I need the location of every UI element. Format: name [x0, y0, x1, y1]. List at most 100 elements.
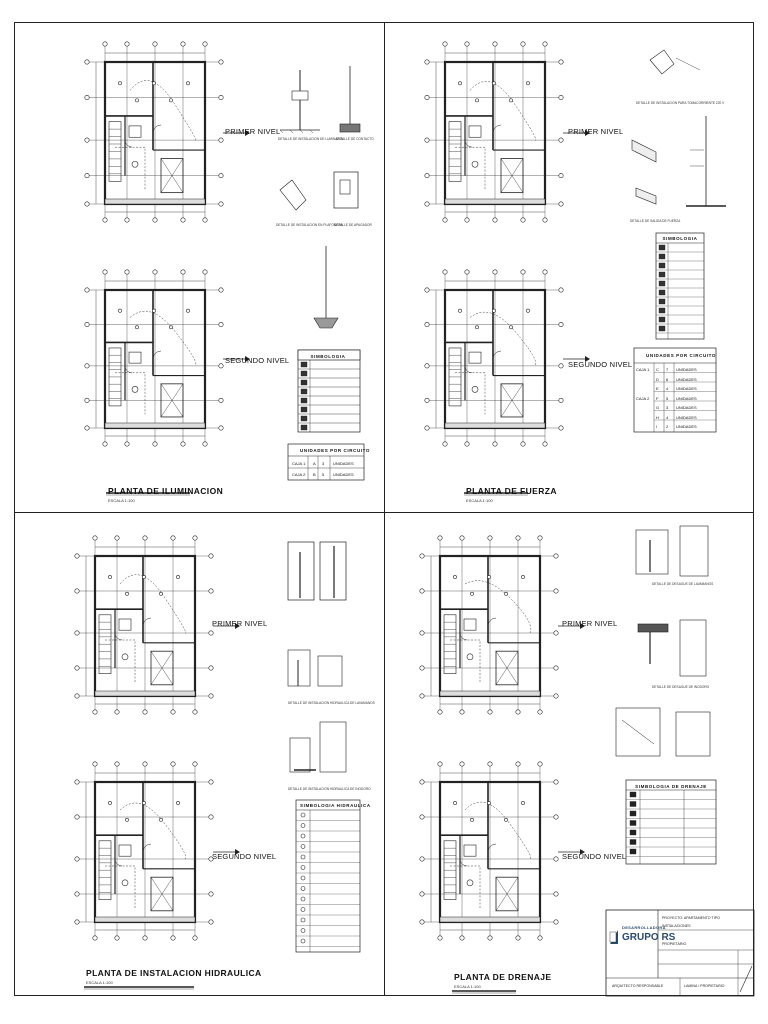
grid-axis-bubble [114, 535, 120, 541]
grid-axis-bubble [520, 217, 526, 223]
panel-scale-hidraulica: ESCALA 1:100 [86, 980, 113, 985]
simbologia-table-dren [625, 779, 717, 865]
fixture-toilet [131, 160, 139, 168]
fixture-counter [118, 844, 132, 857]
fixture-toilet [121, 653, 129, 661]
level-arrow [585, 356, 590, 362]
circuit-line [105, 639, 136, 682]
door-swing [152, 350, 162, 360]
door-swing [487, 617, 497, 627]
unidades-row-label: CAJA 1 [292, 461, 306, 466]
outlet-symbol [453, 801, 457, 805]
unidades-fuerza-col-b: 3 [666, 405, 669, 410]
grid-axis-bubble [492, 441, 498, 447]
panel-title-fuerza: PLANTA DE FUERZA [466, 486, 557, 496]
grid-axis-bubble [84, 363, 90, 369]
detalle-caja-1 [631, 139, 657, 163]
detail-hatch [309, 129, 314, 134]
grid-axis-bubble [437, 761, 443, 767]
symbol-glyph [300, 854, 306, 860]
grid-axis-bubble [218, 137, 224, 143]
door-swing [142, 617, 152, 627]
symbol-glyph [629, 848, 637, 855]
simbologia-header-dren: SIMBOLOGIA DE DRENAJE [635, 784, 707, 789]
grid-axis-bubble [464, 269, 470, 275]
grid-axis-bubble [437, 935, 443, 941]
grid-axis-bubble [553, 814, 559, 820]
title-block-owner: PROPIETARIO [662, 942, 687, 946]
unidades-fuerza-row-label: CAJA 1 [636, 367, 650, 372]
grid-axis-bubble [437, 709, 443, 715]
company-name-big: GRUPO RS [622, 932, 676, 943]
circuit-line [464, 580, 532, 634]
grid-axis-bubble [553, 665, 559, 671]
grid-axis-bubble [218, 95, 224, 101]
caption-detalle-apagador: DETALLE DE APAGADOR [334, 223, 372, 227]
simbologia-table-hid [295, 799, 361, 953]
symbol-glyph [658, 316, 666, 323]
fixture-toilet [466, 879, 474, 887]
detalle-inodoro-1 [289, 737, 311, 773]
detalle-hid-1 [287, 541, 315, 601]
grid-axis-bubble [74, 779, 80, 785]
outlet-symbol [142, 801, 146, 805]
grid-axis-bubble [74, 630, 80, 636]
fixture-counter [463, 618, 477, 631]
caption-desague-lavamanos: DETALLE DE DESAGUE DE LAVAMANOS [652, 582, 714, 586]
grid-axis-bubble [424, 137, 430, 143]
symbol-glyph [300, 886, 306, 891]
caption-detalle-lavamanos: DETALLE DE INSTALACION HIDRAULICA DE LAV… [288, 701, 375, 705]
grid-axis-bubble [464, 441, 470, 447]
outlet-symbol [125, 591, 129, 596]
level-arrow [235, 849, 240, 855]
unidades-row-col-b: 5 [322, 472, 325, 477]
grid-axis-bubble [114, 761, 120, 767]
grid-axis-bubble [558, 397, 564, 403]
slab-strip [439, 690, 541, 697]
grid-axis-bubble [202, 441, 208, 447]
grid-axis-bubble [558, 137, 564, 143]
title-block-slash [739, 965, 753, 993]
detalle-corte-2 [675, 711, 711, 757]
unidades-fuerza-row-label: CAJA 2 [636, 395, 650, 401]
detalle-desague-lavamanos-2 [679, 525, 709, 577]
grid-axis-bubble [520, 269, 526, 275]
symbol-glyph [300, 917, 306, 923]
detail-hatch [299, 129, 304, 134]
outlet-symbol [125, 817, 129, 822]
symbol-glyph [300, 844, 306, 849]
grid-axis-bubble [558, 287, 564, 293]
symbol-glyph [300, 406, 308, 413]
symbol-glyph [658, 280, 666, 287]
grid-axis-bubble [419, 665, 425, 671]
unidades-fuerza-col-a: H [656, 414, 659, 420]
symbol-glyph [629, 839, 637, 845]
detalle-corte-1 [615, 707, 661, 757]
grid-axis-bubble [424, 95, 430, 101]
grid-axis-bubble [92, 709, 98, 715]
grid-axis-bubble [542, 269, 548, 275]
outlet-symbol [118, 81, 122, 86]
grid-axis-bubble [442, 269, 448, 275]
unidades-row-col-c: UNIDADES [333, 472, 354, 477]
grid-axis-bubble [208, 693, 214, 699]
symbol-glyph [300, 361, 308, 368]
room-box [500, 158, 524, 194]
unidades-fuerza-col-c: UNIDADES [676, 424, 697, 429]
grid-axis-bubble [419, 891, 425, 897]
caption-detalle-inodoro: DETALLE DE INSTALACION HIDRAULICA DE INO… [288, 787, 371, 791]
grid-axis-bubble [553, 919, 559, 925]
detalle-luminaria [291, 90, 309, 101]
detalle-riser-base [313, 317, 339, 329]
unidades-fuerza-col-a: F [656, 395, 659, 401]
fixture-counter [468, 351, 482, 364]
outlet-symbol [186, 308, 190, 313]
circuit-line [469, 81, 537, 141]
detalle-hid-2 [319, 541, 347, 601]
grid-axis-bubble [102, 441, 108, 447]
grid-axis-bubble [487, 761, 493, 767]
fixture-toilet [131, 386, 139, 393]
unidades-row-col-b: 3 [322, 461, 325, 466]
grid-axis-bubble [152, 269, 158, 275]
simbologia-table-fuerza [655, 232, 705, 340]
